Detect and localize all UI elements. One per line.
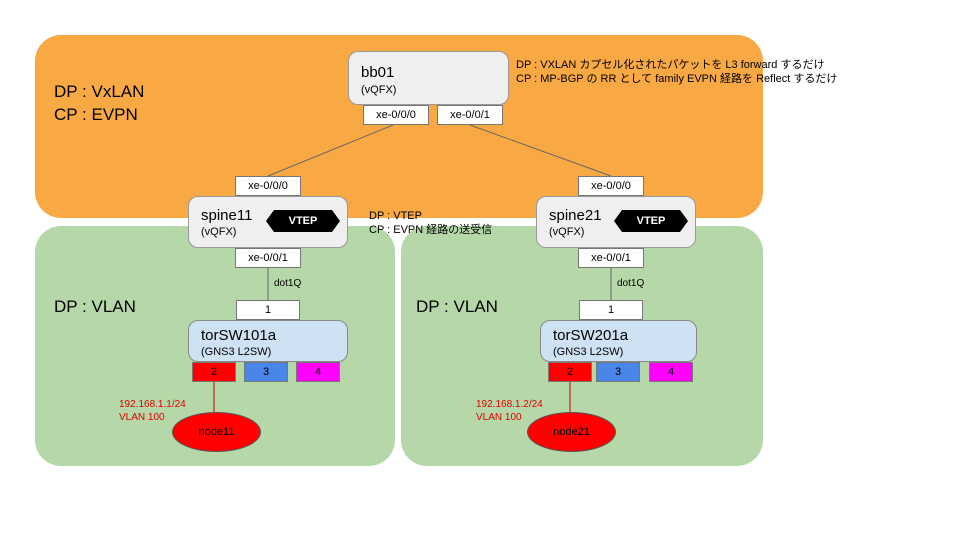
zone-label-dp-vlan-right: DP : VLAN — [416, 297, 498, 316]
tor201-port-1[interactable]: 1 — [579, 300, 643, 320]
spine11-note-cp: CP : EVPN 経路の送受信 — [369, 224, 493, 236]
spine21-vtep-badge: VTEP — [614, 210, 688, 232]
link-bb01-spine11 — [267, 124, 394, 177]
bb01-note-dp: DP : VXLAN カプセル化されたパケットを L3 forward するだけ — [516, 59, 825, 71]
tor101-port-4[interactable]: 4 — [296, 362, 340, 382]
spine21-port-xe001[interactable]: xe-0/0/1 — [578, 248, 644, 268]
tor201-title: torSW201a — [553, 327, 629, 344]
node11-ip: 192.168.1.1/24 — [119, 399, 186, 410]
tor201-sub: (GNS3 L2SW) — [553, 346, 624, 358]
bb01-node[interactable]: bb01 (vQFX) — [348, 51, 509, 105]
tor101-port-2[interactable]: 2 — [192, 362, 236, 382]
spine11-port-xe001[interactable]: xe-0/0/1 — [235, 248, 301, 268]
spine21-vtep-label: VTEP — [636, 215, 666, 227]
node21-vlan: VLAN 100 — [476, 412, 522, 423]
tor201-link-label: dot1Q — [617, 278, 645, 289]
bb01-port-xe001[interactable]: xe-0/0/1 — [437, 105, 503, 125]
bb01-port-xe000[interactable]: xe-0/0/0 — [363, 105, 429, 125]
node11-vlan: VLAN 100 — [119, 412, 165, 423]
node21-ip: 192.168.1.2/24 — [476, 399, 543, 410]
spine21-port-xe000[interactable]: xe-0/0/0 — [578, 176, 644, 196]
tor201-port-2[interactable]: 2 — [548, 362, 592, 382]
tor201-port-4[interactable]: 4 — [649, 362, 693, 382]
tor201-node[interactable]: torSW201a (GNS3 L2SW) — [540, 320, 697, 362]
vtep-hexagon-icon — [266, 210, 340, 232]
vtep-hexagon-icon — [614, 210, 688, 232]
tor201-port-3[interactable]: 3 — [596, 362, 640, 382]
bb01-note-cp: CP : MP-BGP の RR として family EVPN 経路を Ref… — [516, 73, 838, 85]
spine11-node[interactable]: spine11 (vQFX) VTEP — [188, 196, 348, 248]
zone-label-dp-vlan-left: DP : VLAN — [54, 297, 136, 316]
spine11-port-xe000[interactable]: xe-0/0/0 — [235, 176, 301, 196]
spine11-vtep-label: VTEP — [288, 215, 318, 227]
tor101-link-label: dot1Q — [274, 278, 302, 289]
tor101-title: torSW101a — [201, 327, 277, 344]
zone-label-dp-vxlan: DP : VxLAN — [54, 82, 145, 101]
tor101-sub: (GNS3 L2SW) — [201, 346, 272, 358]
spine11-title: spine11 — [201, 207, 253, 224]
spine11-vtep-badge: VTEP — [266, 210, 340, 232]
node11-host[interactable]: node11 — [172, 412, 261, 452]
bb01-sub: (vQFX) — [361, 84, 397, 96]
bb01-title: bb01 — [361, 64, 395, 81]
link-bb01-spine21 — [469, 124, 612, 177]
spine11-note-dp: DP : VTEP — [369, 210, 422, 222]
spine11-sub: (vQFX) — [201, 226, 237, 238]
spine21-sub: (vQFX) — [549, 226, 585, 238]
node21-host[interactable]: node21 — [527, 412, 616, 452]
tor101-node[interactable]: torSW101a (GNS3 L2SW) — [188, 320, 348, 362]
zone-label-cp-evpn: CP : EVPN — [54, 105, 138, 124]
tor101-port-1[interactable]: 1 — [236, 300, 300, 320]
spine21-title: spine21 — [549, 207, 602, 224]
spine21-node[interactable]: spine21 (vQFX) VTEP — [536, 196, 696, 248]
tor101-port-3[interactable]: 3 — [244, 362, 288, 382]
